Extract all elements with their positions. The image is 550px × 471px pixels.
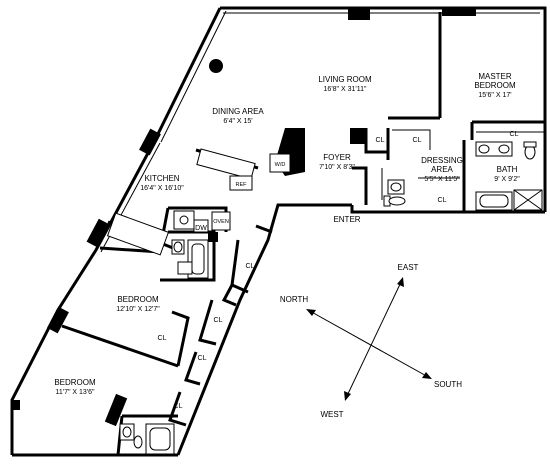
- closet-label-hall-2: CL: [214, 317, 223, 324]
- enter-label: ENTER: [333, 215, 360, 224]
- wd-label: W/D: [275, 162, 286, 168]
- bath-name: BATH: [497, 165, 518, 174]
- dressing-area-name-2: AREA: [431, 165, 453, 174]
- kitchen-dims: 16'4" X 16'10": [140, 185, 184, 192]
- dressing-area-name-1: DRESSING: [421, 156, 463, 165]
- kitchen-name: KITCHEN: [144, 174, 179, 183]
- dw-label: DW: [195, 225, 207, 232]
- ref-label: REF: [236, 182, 248, 188]
- bedroom-2-name: BEDROOM: [54, 378, 96, 387]
- closet-label-master: CL: [510, 131, 519, 138]
- foyer-name: FOYER: [323, 153, 351, 162]
- closet-label-hall-1: CL: [246, 263, 255, 270]
- dining-area-dims: 6'4" X 15': [223, 118, 252, 125]
- dressing-area-dims: 5'5" X 11'5": [424, 176, 460, 183]
- bedroom-2-dims: 11'7" X 13'6": [55, 389, 95, 396]
- compass: EAST NORTH SOUTH WEST: [280, 263, 462, 419]
- foyer-dims: 7'10" X 8'3": [319, 164, 355, 171]
- closet-label-hall-3: CL: [198, 355, 207, 362]
- living-room-name: LIVING ROOM: [318, 75, 372, 84]
- master-bedroom-name-1: MASTER: [478, 72, 512, 81]
- compass-north: NORTH: [280, 295, 309, 304]
- dining-area-name: DINING AREA: [212, 107, 264, 116]
- closet-label-foyer: CL: [376, 137, 385, 144]
- fixture-labels: CL CL CL CL CL CL CL CL CL REF DW OVEN W…: [158, 131, 519, 410]
- compass-south: SOUTH: [434, 380, 462, 389]
- bedroom-1-dims: 12'10" X 12'7": [116, 306, 160, 313]
- bedroom-1-name: BEDROOM: [117, 295, 159, 304]
- bath-dims: 9' X 9'2": [494, 176, 520, 183]
- exterior-walls: [10, 6, 547, 457]
- closet-label-bedroom-2: CL: [174, 403, 183, 410]
- closet-label-bedroom-1: CL: [158, 335, 167, 342]
- compass-west: WEST: [320, 410, 343, 419]
- living-room-dims: 16'8" X 31'11": [324, 86, 367, 93]
- oven-label: OVEN: [213, 219, 229, 225]
- fixtures: [106, 141, 543, 455]
- closet-label-dressing: CL: [413, 137, 422, 144]
- master-bedroom-dims: 15'6" X 17': [478, 92, 511, 99]
- closet-label-dressing-lower: CL: [438, 197, 447, 204]
- master-bedroom-name-2: BEDROOM: [474, 81, 516, 90]
- compass-east: EAST: [398, 263, 419, 272]
- room-labels: LIVING ROOM 16'8" X 31'11" MASTER BEDROO…: [54, 72, 520, 396]
- structural-columns: [12, 8, 476, 427]
